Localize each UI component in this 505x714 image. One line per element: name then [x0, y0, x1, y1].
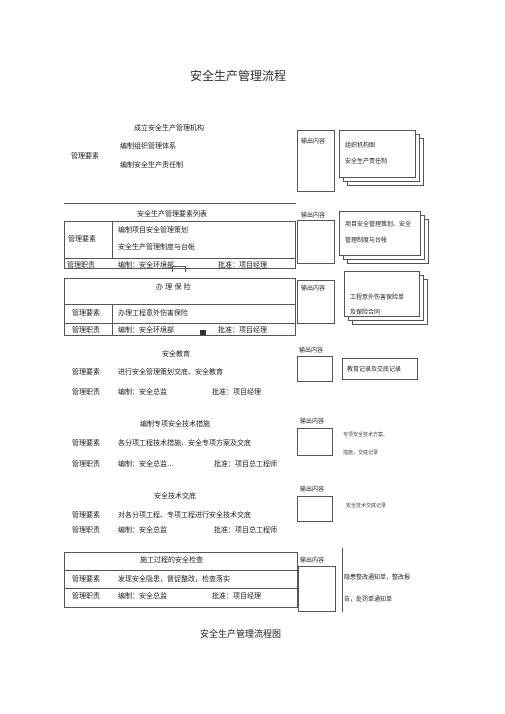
- output-arrow-frame: [297, 428, 333, 456]
- divider: [64, 570, 298, 571]
- step-table: [64, 552, 298, 608]
- divider: [112, 221, 113, 258]
- resp-left: 编制：安全环境部: [118, 261, 174, 269]
- resp-left: 编制：安全总监: [118, 388, 167, 396]
- output-label: 输出内容: [299, 347, 324, 354]
- output-document: 项目安全管理策划、安全 管理制度与台帐: [339, 211, 421, 256]
- resp-label: 管理职责: [72, 388, 100, 396]
- down-arrow-icon: [172, 266, 186, 272]
- resp-right: 批准：项目经理: [218, 326, 267, 334]
- req-label: 管理要素: [72, 575, 100, 583]
- output-doc-line: 项目安全管理策划、安全: [345, 221, 412, 228]
- resp-right: 批准：项目经理: [218, 261, 267, 269]
- output-arrow-frame: [297, 496, 333, 522]
- output-document: 工程意外伤害保险单 及保险合同: [344, 271, 420, 317]
- req-label: 管理要素: [72, 439, 100, 447]
- req-label: 管理要素: [72, 309, 100, 317]
- output-doc-line: 及保险合同: [350, 309, 381, 316]
- output-doc-line: 措施，交底记录: [343, 450, 379, 456]
- resp-left: 编制：安全总监…: [118, 460, 174, 468]
- output-arrow-frame: [297, 280, 335, 324]
- page-title: 安全生产管理流程: [190, 69, 287, 83]
- divider: [112, 304, 113, 336]
- step-heading: 办 理 保 险: [156, 283, 191, 291]
- output-label: 输出内容: [301, 138, 326, 145]
- resp-right: 批准：项目总工程师: [214, 526, 277, 534]
- resp-label: 管理职责: [72, 592, 100, 600]
- resp-label: 管理职责: [67, 261, 95, 269]
- output-doc-line: 管理制度与台帐: [345, 237, 388, 244]
- output-document: 组织机构图 安全生产责任制: [339, 130, 416, 178]
- output-doc-line: 安全生产责任制: [345, 158, 388, 165]
- resp-left: 编制：安全总监: [118, 526, 167, 534]
- req-line: 编制组织管理体系: [120, 142, 176, 150]
- step-heading: 编制专项安全技术措施: [140, 420, 210, 428]
- resp-left: 编制：安全总监: [118, 592, 167, 600]
- output-label: 输出内容: [301, 212, 326, 219]
- req-line: 编制项目安全管理策划: [118, 226, 188, 234]
- step-table: [64, 221, 296, 269]
- output-document: 教育记录及交底记录: [342, 358, 418, 380]
- req-line: 进行安全管理策划交底、安全教育: [118, 368, 223, 376]
- output-arrow-frame: [297, 130, 335, 192]
- output-label: 输出内容: [301, 285, 326, 292]
- step-heading: 安全技术交底: [154, 492, 196, 500]
- step-heading: 安全教育: [162, 350, 190, 358]
- output-label: 输出内容: [300, 486, 325, 493]
- divider: [64, 588, 298, 589]
- req-label: 管理要素: [68, 235, 96, 243]
- output-doc-line: 组织机构图: [345, 142, 376, 149]
- resp-label: 管理职责: [72, 460, 100, 468]
- output-arrow-frame: [297, 220, 335, 264]
- resp-right: 批准：项目总工程师: [214, 460, 277, 468]
- step-table: [64, 278, 296, 336]
- req-line: 对各分项工程、专项工程进行安全技术交底: [118, 511, 251, 519]
- resp-label: 管理职责: [72, 526, 100, 534]
- divider: [64, 304, 296, 305]
- resp-label: 管理职责: [72, 326, 100, 334]
- resp-left: 编制：安全环境部: [118, 326, 174, 334]
- output-label: 输出内容: [300, 418, 325, 425]
- output-doc-line: 安全技术交底记录: [346, 503, 387, 509]
- req-label: 管理要素: [72, 511, 100, 519]
- divider: [64, 203, 296, 204]
- output-arrow-frame: [298, 566, 336, 612]
- resp-right: 批准：项目经理: [212, 388, 261, 396]
- output-arrow-frame: [297, 356, 333, 382]
- output-doc-line: 告，处罚单通知单: [344, 596, 393, 603]
- step-heading: 成立安全生产管理机构: [134, 124, 204, 132]
- step-heading: 施工过程的安全检查: [140, 556, 203, 564]
- divider: [64, 323, 296, 324]
- req-line: 安全生产管理制度与台帐: [118, 243, 195, 251]
- req-line: 各分项工程技术措施、安全专项方案及交底: [118, 439, 251, 447]
- output-doc-line: 隐患整改通知单，整改报: [344, 574, 411, 581]
- output-label: 输出内容: [300, 557, 325, 564]
- output-doc-line: 教育记录及交底记录: [347, 366, 402, 373]
- mark: [200, 330, 206, 335]
- resp-right: 批准：项目经理: [212, 592, 261, 600]
- req-line: 编制安全生产责任制: [120, 161, 183, 169]
- req-line: 办理工程意外伤害保险: [118, 309, 188, 317]
- req-line: 发现安全隐患，督促整改，检查落实: [118, 575, 230, 583]
- step-heading: 安全生产管理要素列表: [137, 210, 207, 218]
- output-doc-line: 工程意外伤害保险单: [350, 294, 405, 301]
- req-label: 管理要素: [71, 152, 99, 160]
- figure-caption: 安全生产管理流程图: [200, 630, 282, 640]
- output-doc-line: 专项安全技术方案、: [343, 432, 389, 438]
- divider: [342, 548, 343, 612]
- req-label: 管理要素: [72, 368, 100, 376]
- divider: [64, 258, 296, 259]
